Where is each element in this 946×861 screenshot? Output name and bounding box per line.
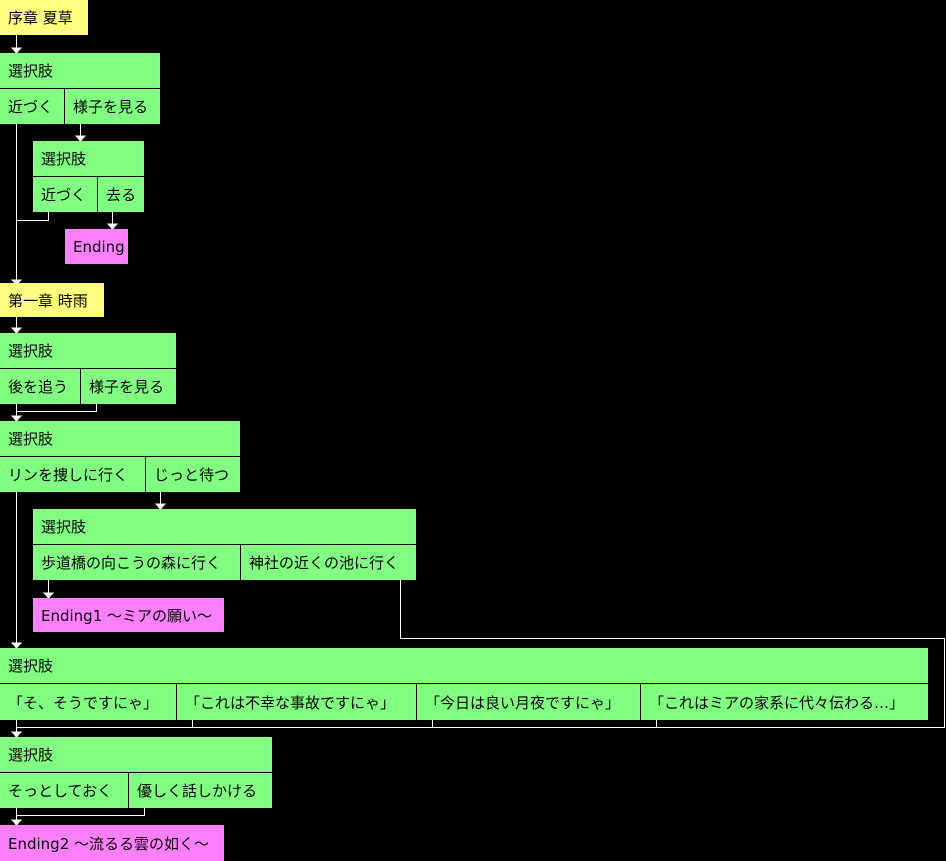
choice-header: 選択肢 [8, 430, 54, 448]
chapter-title: 第一章 時雨 [8, 291, 88, 310]
ending-node-2: Ending2 〜流るる雲の如く〜 [0, 825, 224, 861]
choice-option[interactable]: 神社の近くの池に行く [240, 545, 416, 580]
choice-header: 選択肢 [41, 150, 87, 168]
choice-block-2: 選択肢 近づく 去る [33, 141, 144, 212]
choice-block-3: 選択肢 後を追う 様子を見る [0, 333, 176, 404]
choice-header: 選択肢 [8, 657, 54, 675]
choice-option[interactable]: 後を追う [8, 378, 69, 396]
choice-block-5: 選択肢 歩道橋の向こうの森に行く 神社の近くの池に行く [33, 509, 416, 580]
ending-node-1: Ending1 〜ミアの願い〜 [33, 598, 224, 632]
choice-header: 選択肢 [8, 342, 54, 360]
choice-option[interactable]: 「今日は良い月夜ですにゃ」 [416, 684, 640, 720]
choice-block-4: 選択肢 リンを捜しに行く じっと待つ [0, 421, 240, 492]
choice-option[interactable]: じっと待つ [145, 457, 240, 492]
choice-header: 選択肢 [41, 518, 87, 536]
chapter-prologue: 序章 夏草 [0, 0, 88, 35]
choice-option[interactable]: 近づく [8, 98, 54, 116]
chapter-title: 序章 夏草 [8, 9, 73, 27]
choice-option[interactable]: 「これは不幸な事故ですにゃ」 [176, 684, 416, 720]
choice-option[interactable]: リンを捜しに行く [8, 466, 129, 484]
chapter-1: 第一章 時雨 [0, 283, 104, 317]
choice-option[interactable]: 「そ、そうですにゃ」 [8, 693, 159, 712]
choice-header: 選択肢 [8, 746, 54, 764]
choice-option[interactable]: そっとしておく [8, 782, 113, 800]
choice-option[interactable]: 様子を見る [64, 89, 160, 124]
choice-block-6: 選択肢 「そ、そうですにゃ」 「これは不幸な事故ですにゃ」 「今日は良い月夜です… [0, 648, 928, 720]
ending-title: Ending1 〜ミアの願い〜 [41, 606, 213, 625]
ending-node-0: Ending [65, 229, 128, 264]
choice-option[interactable]: 去る [97, 177, 144, 212]
choice-block-1: 選択肢 近づく 様子を見る [0, 53, 160, 124]
ending-title: Ending2 〜流るる雲の如く〜 [8, 834, 210, 853]
choice-option[interactable]: 「これはミアの家系に代々伝わる…」 [640, 684, 928, 720]
choice-option[interactable]: 様子を見る [80, 369, 176, 404]
choice-option[interactable]: 優しく話しかける [128, 773, 272, 808]
choice-header: 選択肢 [8, 62, 54, 80]
choice-block-7: 選択肢 そっとしておく 優しく話しかける [0, 737, 272, 808]
ending-title: Ending [73, 237, 125, 256]
choice-option[interactable]: 歩道橋の向こうの森に行く [41, 554, 222, 572]
choice-option[interactable]: 近づく [41, 186, 87, 204]
